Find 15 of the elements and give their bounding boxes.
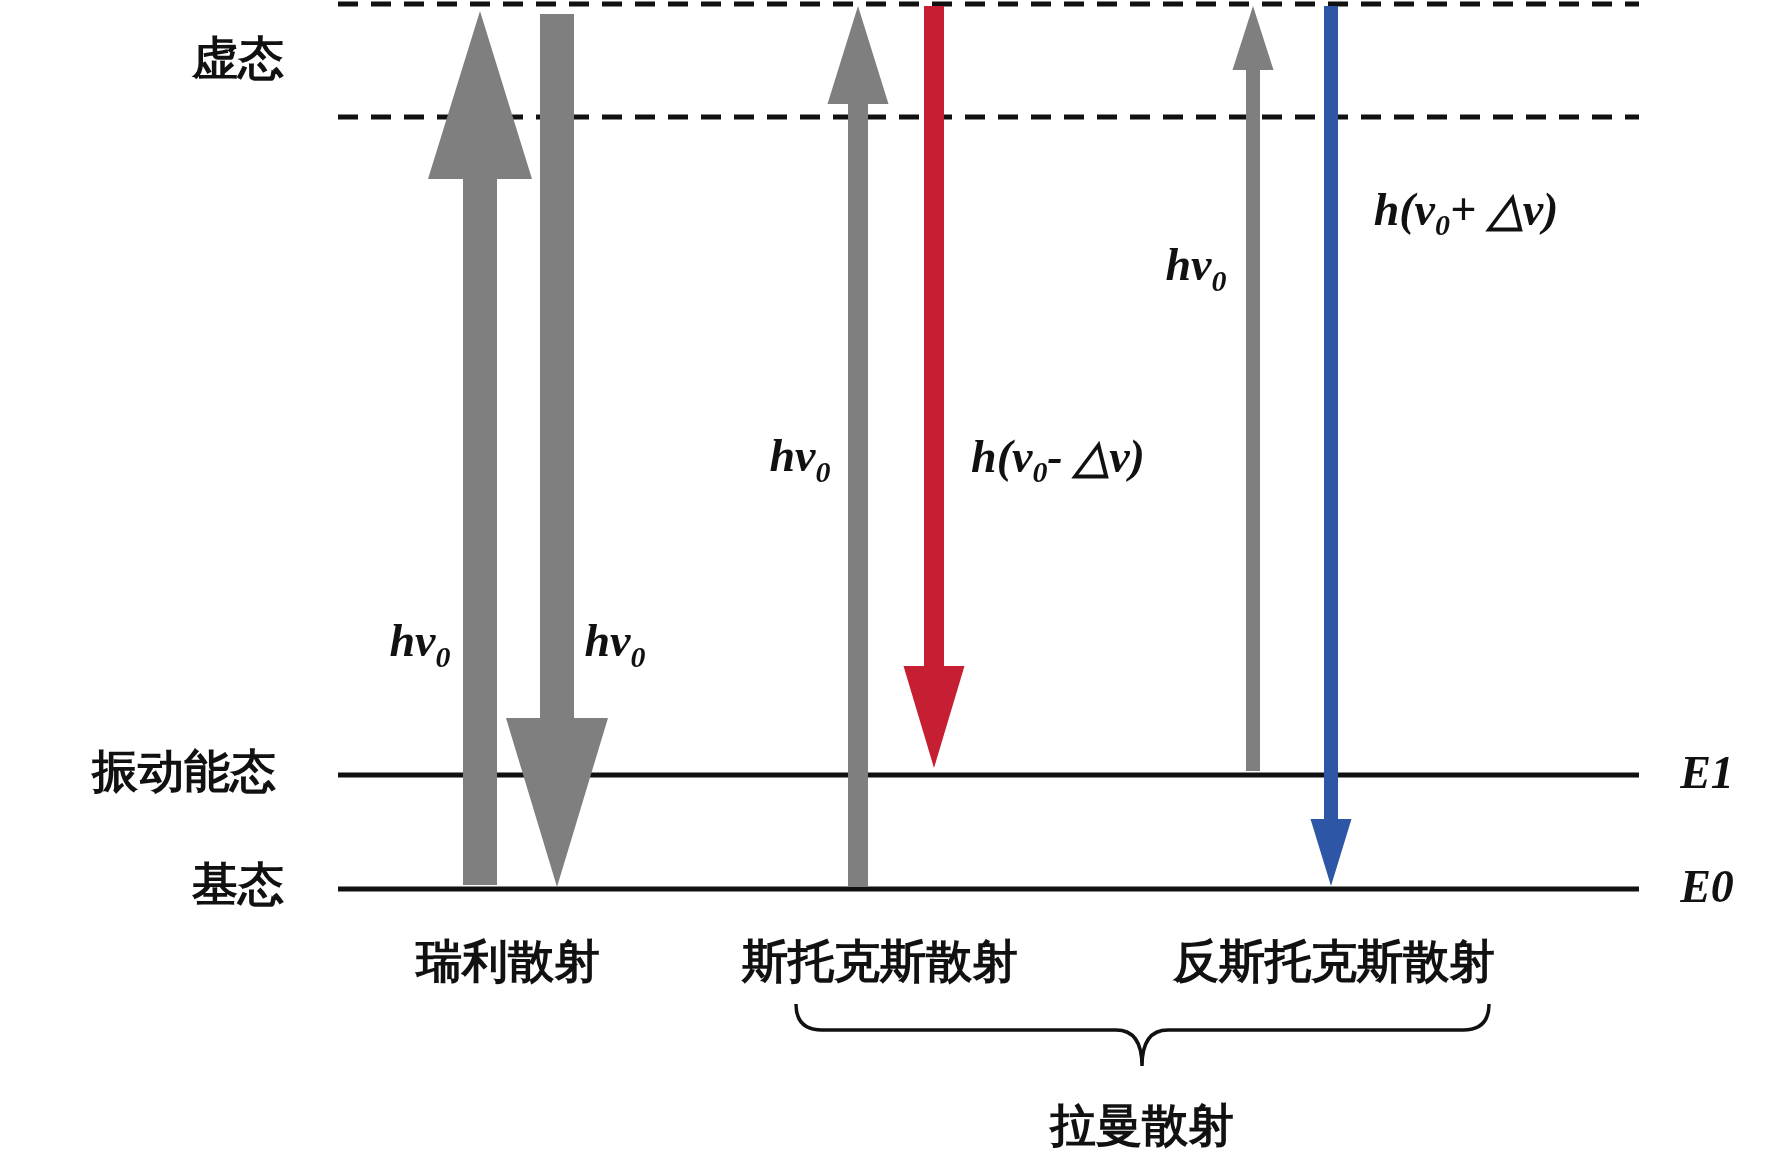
state-label: 振动能态 xyxy=(92,743,276,800)
state-label: 虚态 xyxy=(192,30,284,87)
energy-label: h(v$_{0}$+ △v) xyxy=(1373,182,1559,243)
group-label: 拉曼散射 xyxy=(1050,1097,1234,1154)
energy-label: hv$_{0}$ xyxy=(769,429,831,489)
energy-label: hv$_{0}$ xyxy=(1165,238,1227,298)
level-label: E1 xyxy=(1680,745,1734,799)
process-label: 瑞利散射 xyxy=(416,933,600,990)
state-label: 基态 xyxy=(192,856,284,913)
process-label: 反斯托克斯散射 xyxy=(1173,933,1495,990)
energy-label: hv$_{0}$ xyxy=(389,614,451,674)
process-label: 斯托克斯散射 xyxy=(742,933,1018,990)
energy-label: hv$_{0}$ xyxy=(584,614,646,674)
energy-label: h(v$_{0}$- △v) xyxy=(971,429,1145,490)
level-label: E0 xyxy=(1680,859,1734,913)
